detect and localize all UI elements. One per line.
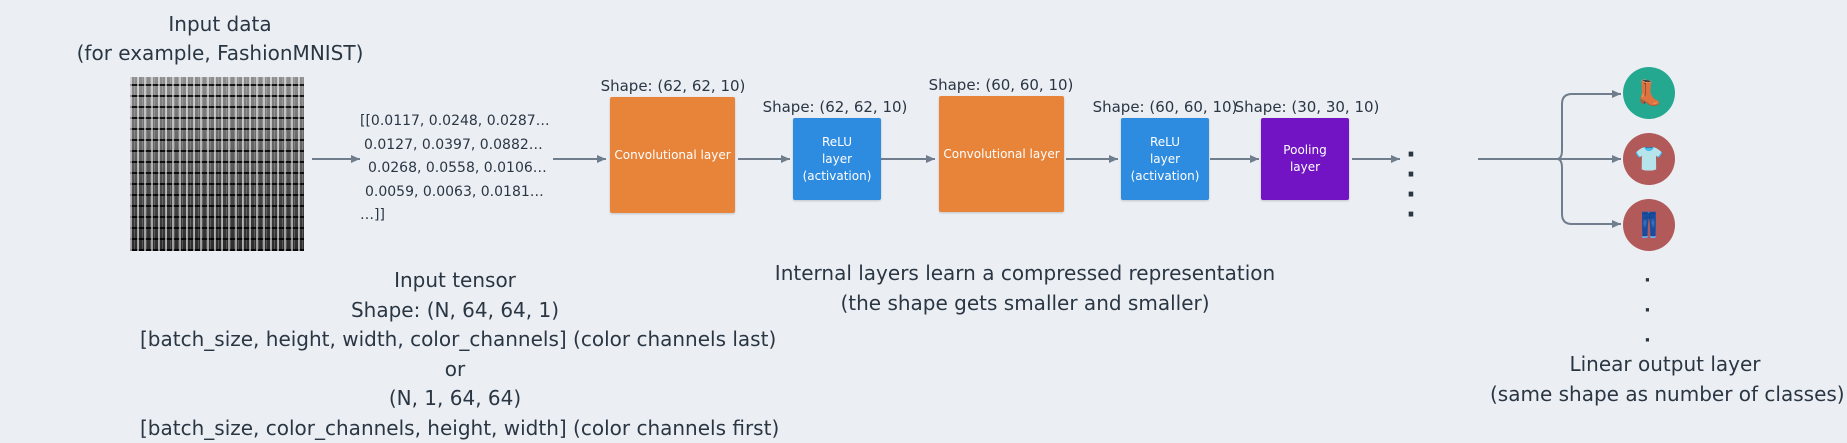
boot-glyph: 👢 bbox=[1634, 79, 1664, 107]
conv2-shape-label: Shape: (60, 60, 10) bbox=[926, 75, 1076, 95]
tensor-values: [[0.0117, 0.0248, 0.0287… 0.0127, 0.0397… bbox=[360, 110, 560, 228]
trousers-icon: 👖 bbox=[1623, 199, 1675, 251]
fashionmnist-image bbox=[130, 77, 304, 251]
input-tensor-description: Input tensor Shape: (N, 64, 64, 1) [batc… bbox=[140, 266, 770, 443]
branch-arrow-bottom bbox=[1557, 159, 1621, 224]
relu1-label: ReLU layer (activation) bbox=[803, 134, 872, 185]
internal-layers-description: Internal layers learn a compressed repre… bbox=[745, 259, 1305, 318]
output-text-line-2: (same shape as number of classes) bbox=[1490, 380, 1840, 410]
relu1-shape-label: Shape: (62, 62, 10) bbox=[760, 97, 910, 117]
input-tensor-line-1: Input tensor bbox=[140, 266, 770, 296]
tshirt-glyph: 👕 bbox=[1634, 145, 1664, 173]
input-tensor-line-6: [batch_size, color_channels, height, wid… bbox=[140, 414, 770, 443]
relu2-label: ReLU layer (activation) bbox=[1131, 134, 1200, 185]
tensor-line-5: …]] bbox=[360, 204, 560, 228]
input-tensor-line-3: [batch_size, height, width, color_channe… bbox=[140, 325, 770, 355]
internal-text-line-1: Internal layers learn a compressed repre… bbox=[745, 259, 1305, 289]
pool-shape-label: Shape: (30, 30, 10) bbox=[1232, 97, 1382, 117]
pooling-layer: Pooling layer bbox=[1261, 118, 1349, 200]
tensor-line-4: 0.0059, 0.0063, 0.0181… bbox=[360, 181, 560, 205]
tensor-line-1: [[0.0117, 0.0248, 0.0287… bbox=[360, 110, 560, 134]
tensor-line-3: 0.0268, 0.0558, 0.0106… bbox=[360, 157, 560, 181]
vertical-dot-2: · bbox=[1644, 302, 1651, 320]
relu-layer-2: ReLU layer (activation) bbox=[1121, 118, 1209, 200]
pool-label: Pooling layer bbox=[1283, 142, 1326, 176]
boot-icon: 👢 bbox=[1623, 67, 1675, 119]
output-layer-description: Linear output layer (same shape as numbe… bbox=[1490, 350, 1840, 409]
conv1-label: Convolutional layer bbox=[614, 147, 730, 164]
output-text-line-1: Linear output layer bbox=[1490, 350, 1840, 380]
vertical-dot-1: · bbox=[1644, 272, 1651, 290]
input-title-line2: (for example, FashionMNIST) bbox=[60, 39, 380, 68]
input-tensor-line-5: (N, 1, 64, 64) bbox=[140, 384, 770, 414]
vertical-dot-3: · bbox=[1644, 332, 1651, 350]
input-tensor-line-4: or bbox=[140, 355, 770, 385]
input-title-line1: Input data bbox=[60, 10, 380, 39]
tshirt-icon: 👕 bbox=[1623, 133, 1675, 185]
conv-layer-2: Convolutional layer bbox=[939, 96, 1064, 212]
conv1-shape-label: Shape: (62, 62, 10) bbox=[598, 76, 748, 96]
conv-layer-1: Convolutional layer bbox=[610, 97, 735, 213]
input-data-title: Input data (for example, FashionMNIST) bbox=[60, 10, 380, 68]
more-layers-ellipsis: · · · · bbox=[1406, 145, 1496, 225]
tensor-line-2: 0.0127, 0.0397, 0.0882… bbox=[360, 134, 560, 158]
relu2-shape-label: Shape: (60, 60, 10) bbox=[1090, 97, 1240, 117]
conv2-label: Convolutional layer bbox=[943, 146, 1059, 163]
branch-arrow-top bbox=[1557, 94, 1621, 159]
internal-text-line-2: (the shape gets smaller and smaller) bbox=[745, 289, 1305, 319]
relu-layer-1: ReLU layer (activation) bbox=[793, 118, 881, 200]
trousers-glyph: 👖 bbox=[1634, 211, 1664, 239]
input-tensor-line-2: Shape: (N, 64, 64, 1) bbox=[140, 296, 770, 326]
